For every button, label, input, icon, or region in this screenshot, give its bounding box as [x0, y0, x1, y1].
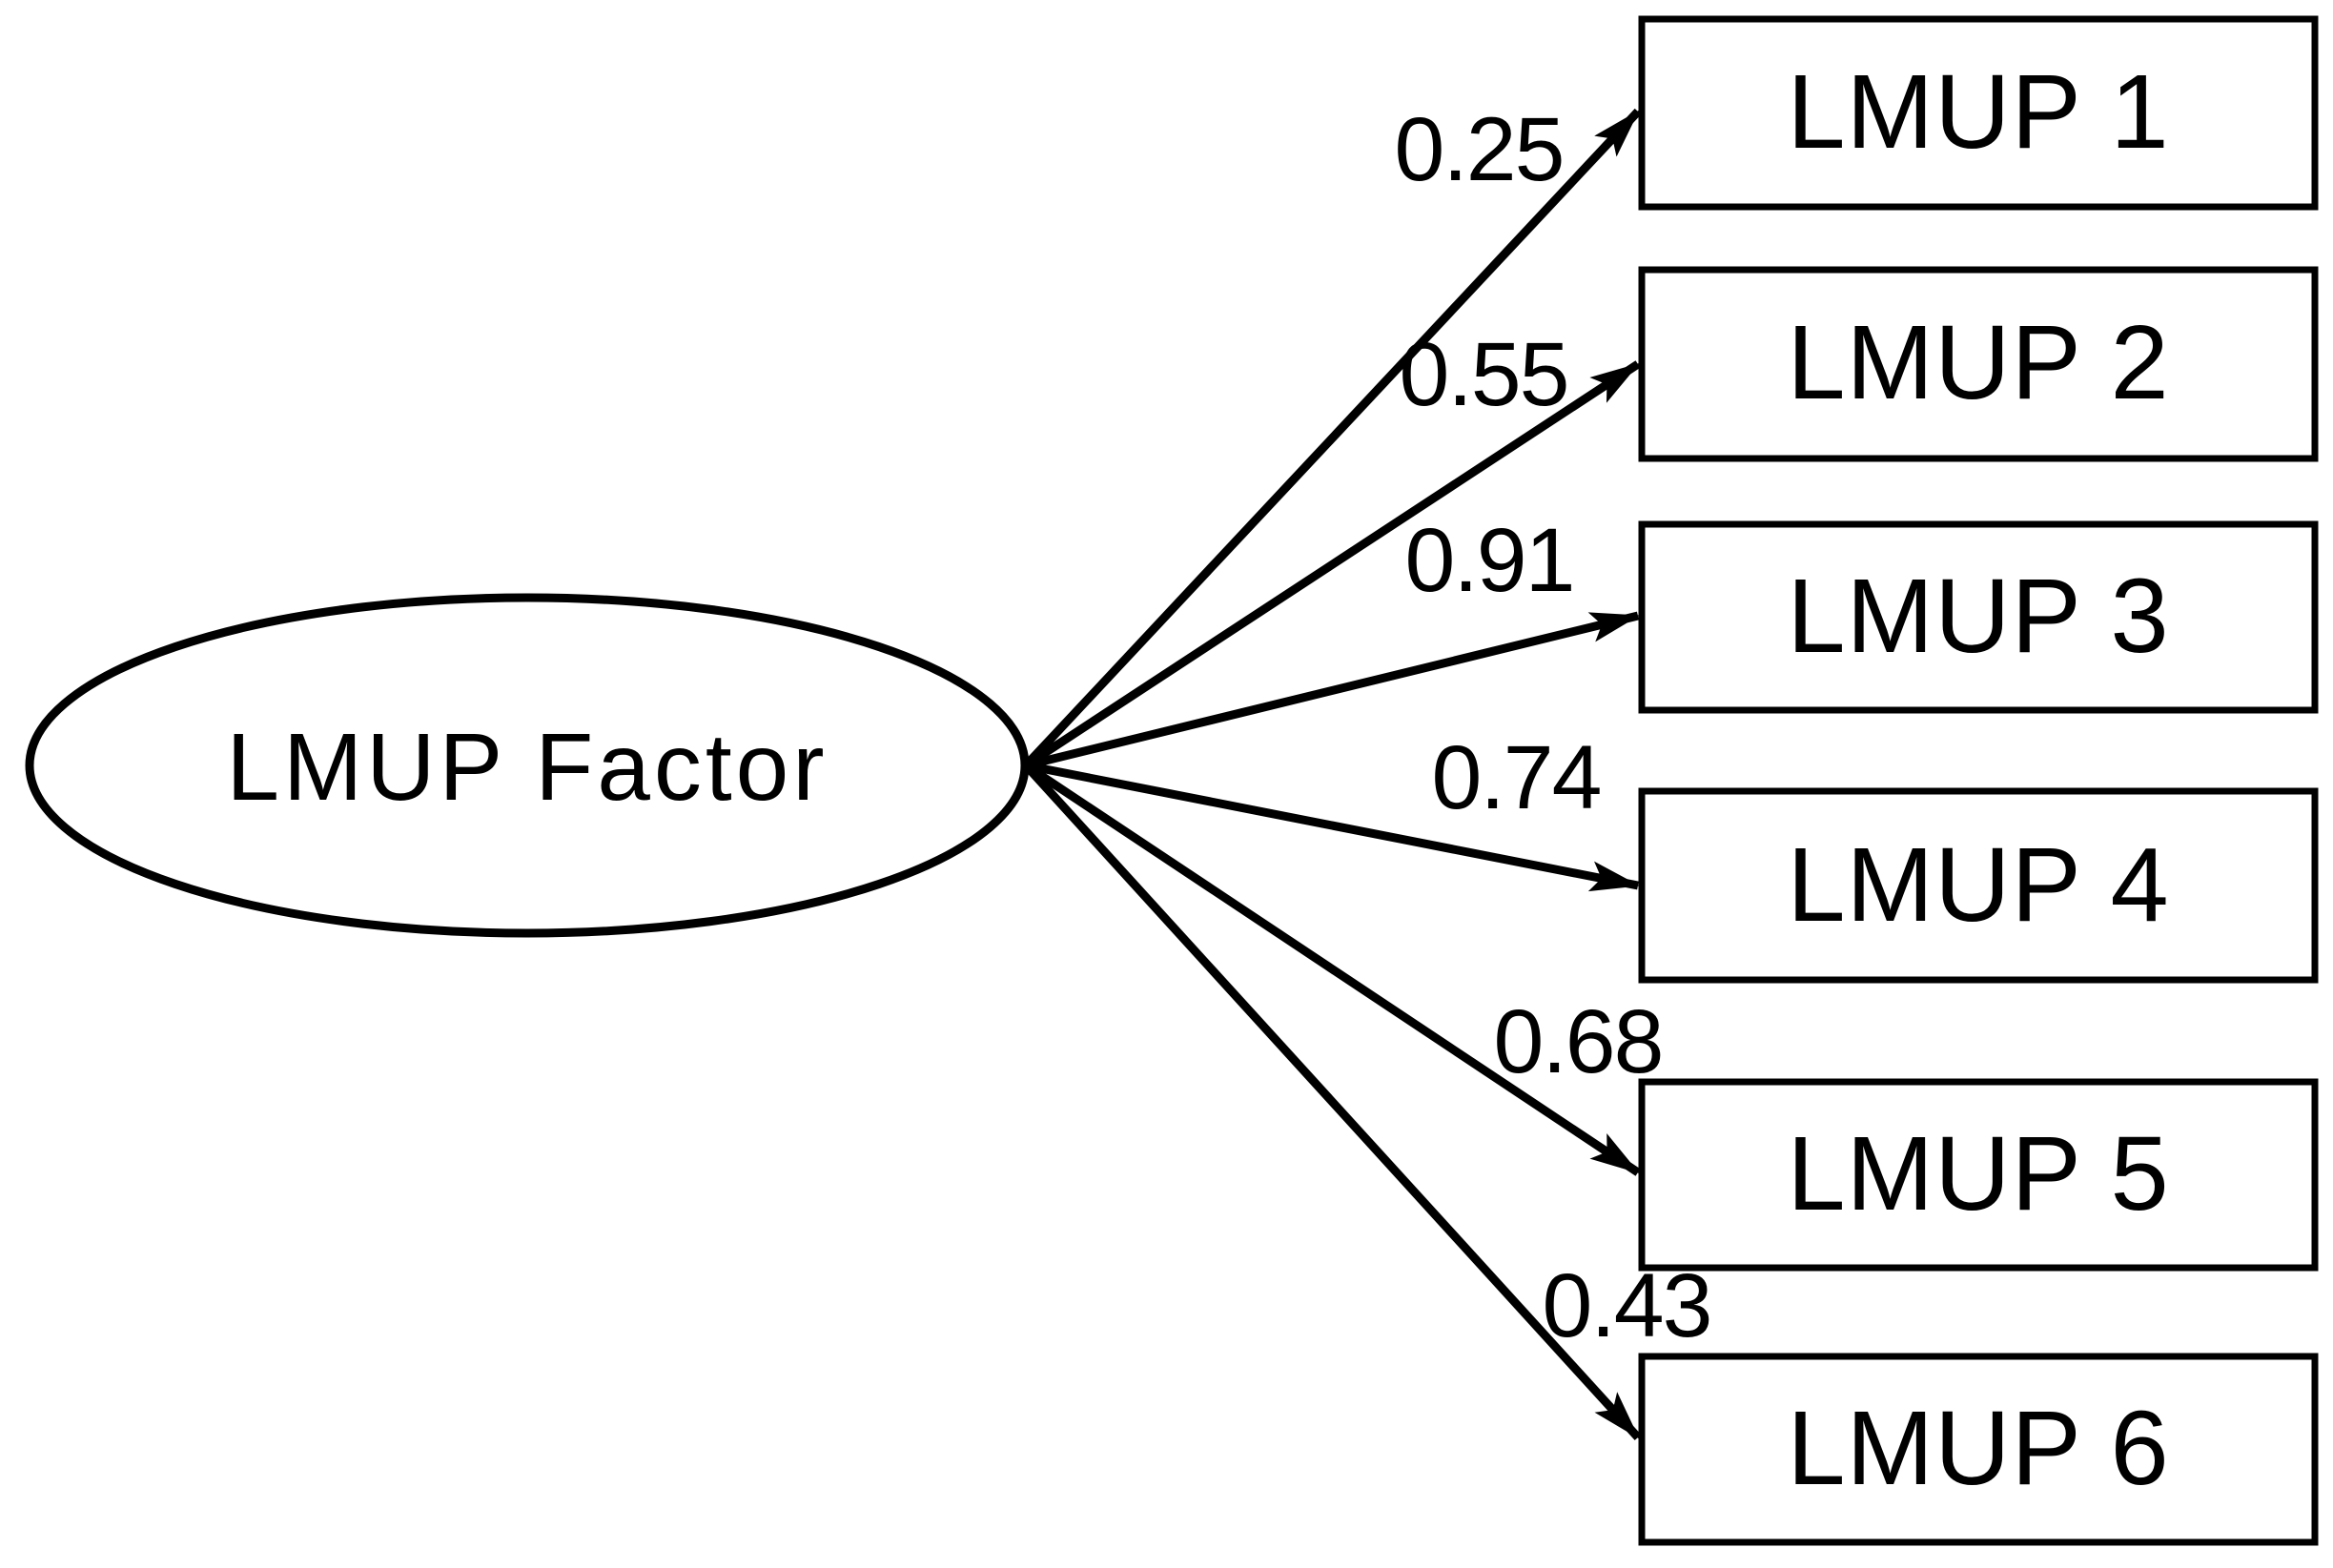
indicator-label-4: LMUP 4	[1787, 826, 2169, 944]
indicator-box-3	[1638, 520, 2319, 714]
loading-arrow-2	[1023, 360, 1641, 769]
loading-label-3: 0.91	[1405, 510, 1574, 611]
loading-arrow-4	[1025, 761, 1640, 892]
indicator-box-6	[1638, 1353, 2319, 1546]
indicator-label-1: LMUP 1	[1787, 53, 2169, 171]
indicator-box-2	[1638, 266, 2319, 462]
indicator-label-2: LMUP 2	[1787, 304, 2169, 421]
indicator-box-5	[1638, 1078, 2319, 1272]
indicator-label-3: LMUP 3	[1787, 558, 2169, 675]
indicator-label-6: LMUP 6	[1787, 1390, 2169, 1507]
indicator-box-4	[1638, 787, 2319, 984]
loading-label-2: 0.55	[1400, 324, 1568, 425]
loading-label-5: 0.68	[1494, 991, 1663, 1092]
factor-ellipse	[25, 593, 1030, 938]
loading-arrow-6	[1022, 762, 1642, 1441]
factor-label: LMUP Factor	[226, 714, 828, 821]
loading-arrow-3	[1024, 611, 1640, 770]
loading-arrow-1	[1022, 108, 1642, 769]
loading-label-1: 0.25	[1395, 99, 1564, 200]
loading-label-6: 0.43	[1543, 1255, 1711, 1356]
indicator-box-1	[1638, 15, 2319, 211]
indicator-label-5: LMUP 5	[1787, 1115, 2169, 1232]
loading-label-4: 0.74	[1432, 727, 1601, 828]
loading-arrow-5	[1023, 762, 1641, 1176]
